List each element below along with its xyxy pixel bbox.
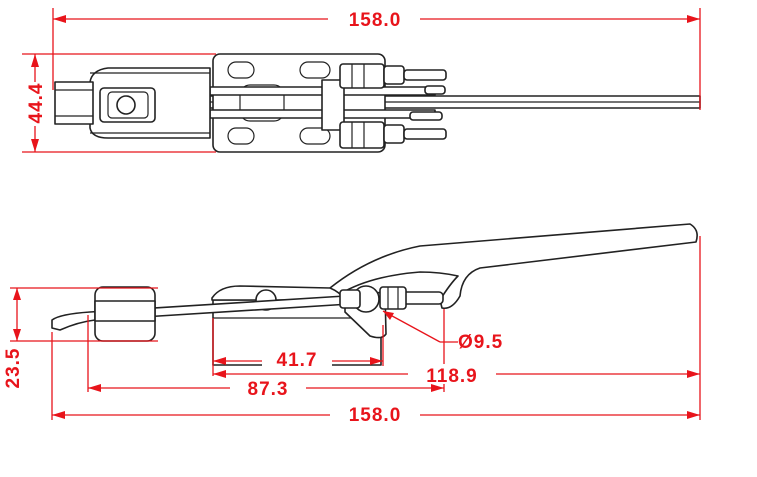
side-height-label: 23.5 — [3, 348, 24, 389]
top-hook-stub — [54, 81, 94, 125]
side-length-label: 158.0 — [349, 405, 402, 426]
dim-c-label: 118.9 — [426, 366, 478, 387]
top-slot-4 — [299, 127, 331, 145]
dim-b-label: 87.3 — [248, 379, 289, 400]
top-view — [54, 53, 701, 153]
diameter-leader — [382, 310, 441, 343]
top-nut-upper — [339, 63, 385, 89]
dim-a-label: 41.7 — [277, 350, 318, 371]
side-nut — [379, 286, 407, 310]
top-nut-lower — [339, 121, 385, 149]
top-slot-3 — [227, 127, 255, 145]
diameter-label: Ø9.5 — [458, 332, 503, 353]
top-dimensions: 158.0 44.4 — [22, 8, 701, 153]
side-dimensions: 23.5 41.7 118.9 87.3 158.0 — [3, 236, 701, 426]
side-handle — [329, 223, 698, 310]
top-length-label: 158.0 — [349, 10, 402, 31]
top-slot-2 — [299, 61, 331, 79]
top-eye-hole — [116, 95, 136, 115]
top-height-label: 44.4 — [26, 83, 47, 124]
top-slot-1 — [227, 61, 255, 79]
side-view — [51, 223, 698, 366]
